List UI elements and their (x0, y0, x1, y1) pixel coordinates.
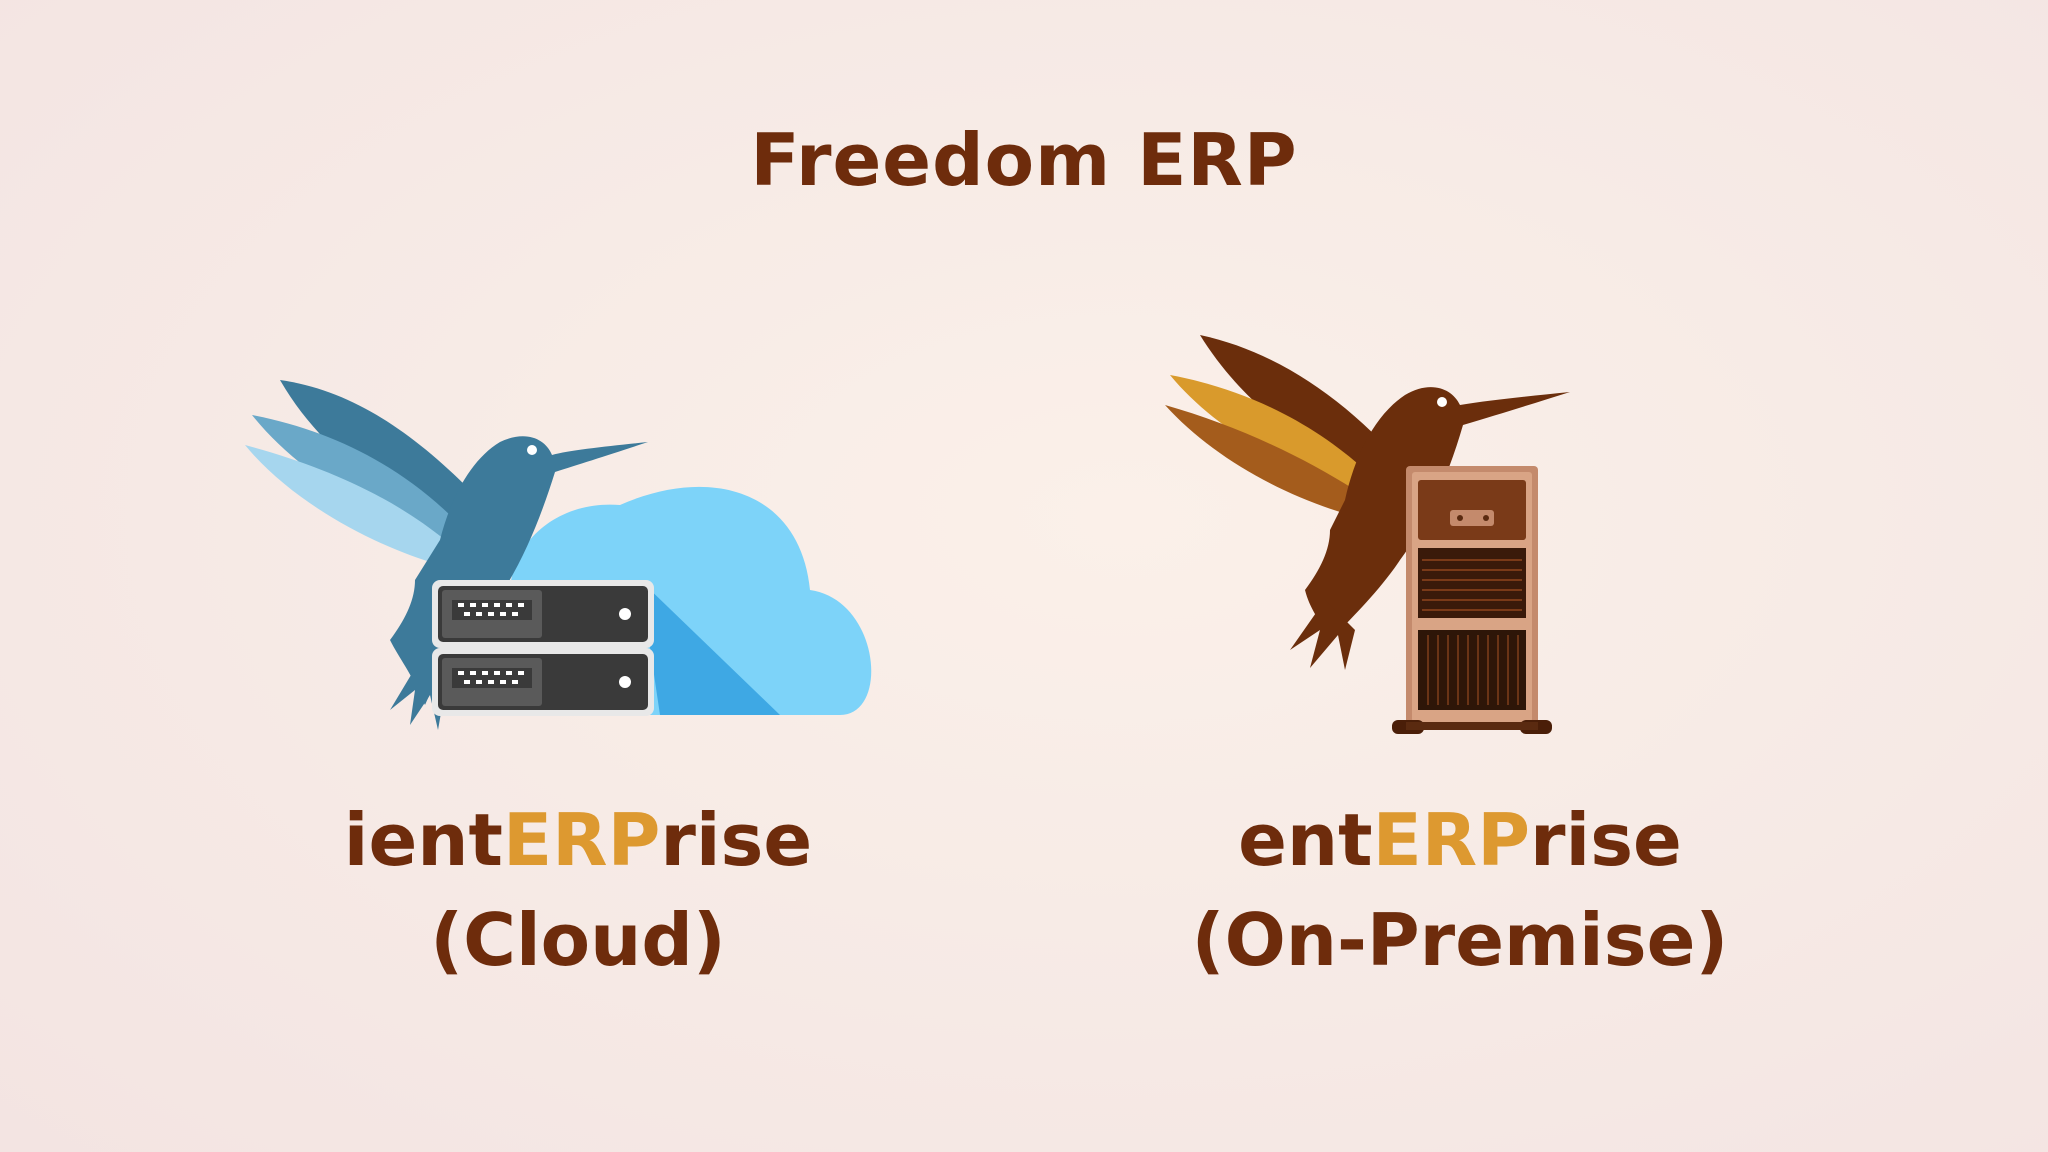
product-cloud: ientERPrise (Cloud) (278, 790, 878, 990)
hummingbird-icon (1165, 335, 1570, 670)
tower-server-icon (1392, 466, 1552, 734)
hummingbird-cloud-server-icon (245, 380, 872, 730)
product-name: entERPrise (1160, 790, 1760, 890)
page-title: Freedom ERP (750, 118, 1298, 202)
product-type: (On-Premise) (1191, 898, 1729, 982)
hummingbird-tower-server-icon (1165, 335, 1570, 734)
product-name-prefix: ient (343, 798, 503, 882)
product-name-suffix: rise (660, 798, 813, 882)
server-rack-icon (432, 580, 654, 716)
product-name-highlight: ERP (1372, 798, 1531, 882)
product-name-highlight: ERP (502, 798, 661, 882)
product-name-prefix: ent (1238, 798, 1373, 882)
product-name-suffix: rise (1530, 798, 1682, 882)
product-on-premise: entERPrise (On-Premise) (1160, 790, 1760, 990)
product-name: ientERPrise (278, 790, 878, 890)
product-type: (Cloud) (430, 898, 726, 982)
